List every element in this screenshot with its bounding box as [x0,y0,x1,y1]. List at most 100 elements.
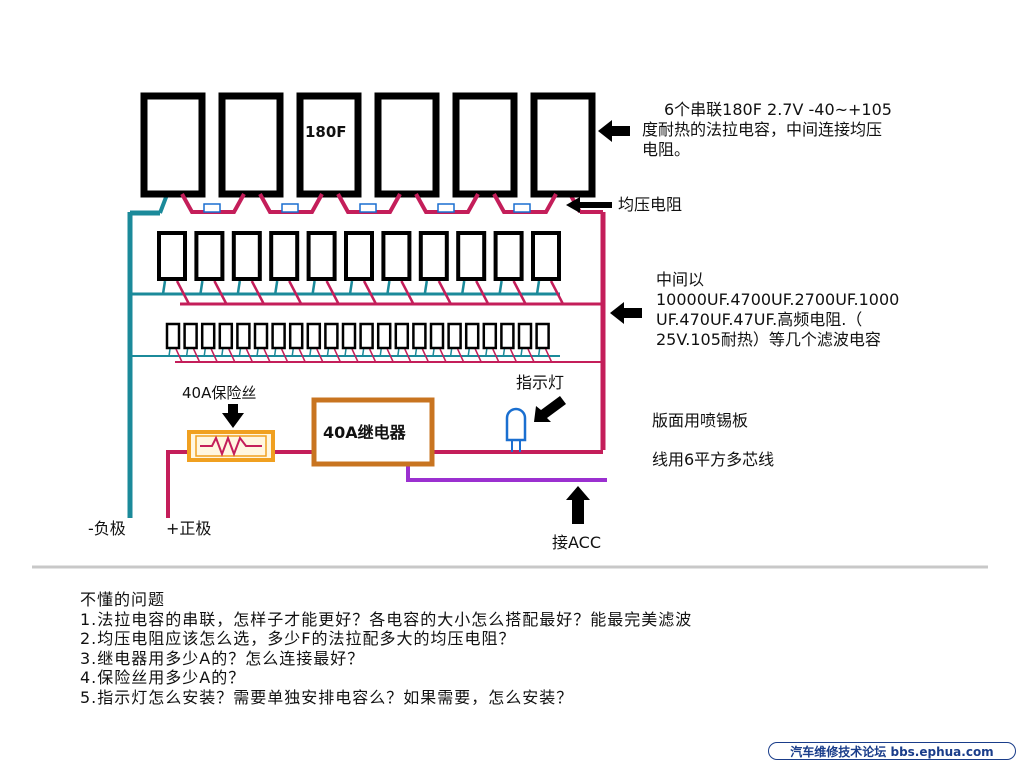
acc-wire [406,466,607,482]
question-item: 1.法拉电容的串联，怎样子才能更好？各电容的大小怎么搭配最好？能最完美滤波 [80,609,693,629]
cap-leg-negative [161,280,167,295]
cap-leg-negative [273,280,279,295]
small-filter-capacitor [183,322,198,350]
filter-description-line: 10000UF.4700UF.2700UF.1000 [656,290,899,309]
cap-leg-negative [168,348,171,357]
cap-leg-negative [238,348,242,357]
small-filter-capacitor [376,322,392,350]
capacitor-value-label: 180F [305,123,347,141]
cap-leg-positive [263,348,271,363]
cap-leg-negative [221,348,224,357]
small-filter-capacitor [429,322,445,350]
cap-leg-positive [400,280,415,305]
arrow-down-icon [222,404,244,428]
balance-resistor [203,203,221,213]
supercap-description-line: 度耐热的法拉电容，中间连接均压 [642,120,882,139]
cap-leg-positive [316,348,324,363]
filter-capacitors [157,231,561,281]
balance-resistor [437,203,455,213]
small-filter-capacitor [306,322,322,350]
cap-leg-negative [449,348,453,357]
cap-leg-positive [512,280,527,305]
cap-leg-negative [535,280,541,295]
small-filter-capacitor [412,322,427,350]
board-note: 版面用喷锡板 [652,411,748,430]
indicator-led [505,407,527,452]
question-item: 3.继电器用多少A的？怎么连接最好？ [80,648,365,668]
small-filter-capacitor [341,322,357,350]
cap-leg-negative [485,348,488,357]
cap-leg-negative [379,348,382,357]
cap-leg-positive [475,280,490,305]
cap-leg-negative [256,348,259,357]
cap-leg-positive [527,348,535,363]
filter-capacitor [531,231,561,281]
small-filter-capacitor [236,322,251,350]
cap-leg-negative [423,280,429,295]
balance-resistor [513,203,531,213]
balancing-resistors [203,203,531,213]
fuse [187,430,275,462]
cap-leg-negative [432,348,435,357]
arrow-left-icon [598,120,630,142]
cap-leg-positive [245,348,254,363]
cap-leg-negative [326,348,330,357]
supercapacitor-bank: 180F [140,92,596,198]
positive-lead [166,450,192,518]
small-filter-capacitor [253,322,269,350]
cap-leg-positive [549,280,565,305]
arrow-up-icon [566,486,590,524]
filter-description-line: 25V.105耐热）等几个滤波电容 [656,330,881,349]
small-cap-legs [168,348,553,363]
cap-leg-positive [333,348,342,363]
cap-leg-positive [213,280,228,305]
cap-leg-positive [474,348,482,363]
small-filter-capacitor [359,322,374,350]
cap-leg-negative [361,348,365,357]
questions-title: 不懂的问题 [80,590,166,609]
cap-leg-negative [502,348,506,357]
supercap [374,92,440,198]
balance-resistor [359,203,377,213]
cap-leg-positive [386,348,394,363]
cap-leg-negative [273,348,277,357]
cap-leg-positive [175,348,183,363]
cap-leg-positive [192,348,201,363]
cap-leg-positive [404,348,412,363]
wire-note: 线用6平方多芯线 [652,450,774,469]
cap-leg-positive [250,280,265,305]
cap-leg-positive [421,348,430,363]
small-filter-capacitor [324,322,339,350]
question-item: 2.均压电阻应该怎么选，多少F的法拉配多大的均压电阻？ [80,629,516,648]
cap-leg-negative [386,280,391,295]
supercap [218,92,284,198]
acc-label: 接ACC [552,533,601,552]
cap-leg-negative [203,348,206,357]
arrow-left-icon [610,302,642,324]
filter-capacitor [344,231,374,281]
filter-cap-legs [161,280,565,305]
small-filter-capacitor [482,322,498,350]
cap-leg-positive [280,348,289,363]
cap-leg-negative [344,348,347,357]
cap-leg-positive [544,348,553,363]
small-filter-capacitor [447,322,462,350]
small-filter-capacitor [500,322,515,350]
cap-leg-negative [309,348,312,357]
filter-capacitor [306,231,337,281]
question-item: 4.保险丝用多少A的？ [80,668,246,687]
cap-leg-positive [437,280,452,305]
cap-leg-positive [288,280,303,305]
cap-leg-positive [298,348,306,363]
cap-leg-positive [175,280,191,305]
cap-leg-positive [325,280,340,305]
cap-leg-negative [414,348,418,357]
question-item: 5.指示灯怎么安装？需要单独安排电容么？如果需要，怎么安装？ [80,687,574,707]
cap-leg-negative [185,348,189,357]
fuse-label: 40A保险丝 [182,384,256,402]
cap-leg-positive [509,348,518,363]
negative-terminal-label: -负极 [88,519,126,538]
arrow-left-icon [566,197,612,213]
relay [311,397,435,467]
